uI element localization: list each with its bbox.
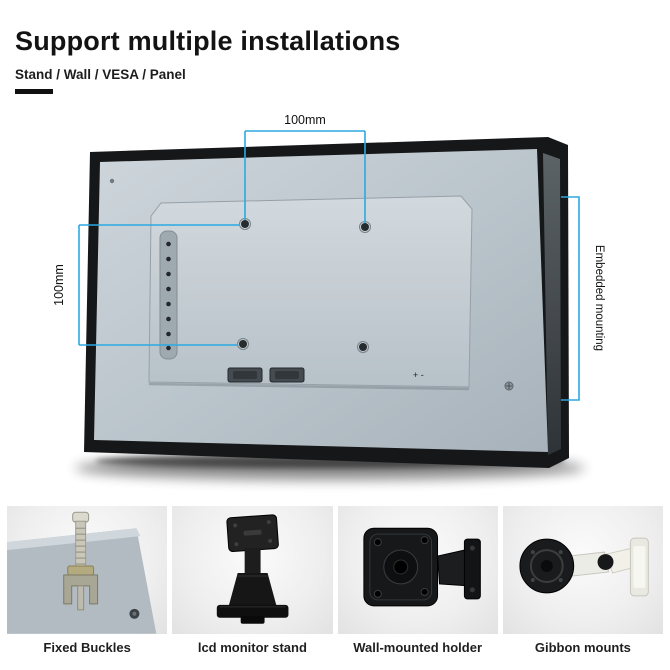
page-subtitle: Stand / Wall / VESA / Panel <box>15 67 186 82</box>
page-title: Support multiple installations <box>15 26 401 56</box>
product-card-monitor-stand: lcd monitor stand <box>172 506 333 655</box>
embedded-mounting-label: Embedded mounting <box>593 245 605 351</box>
screws <box>109 178 514 391</box>
gibbon-mounts-image <box>502 506 663 634</box>
raised-panel <box>148 195 473 388</box>
monitor-stand-art <box>217 514 289 624</box>
monitor-side-band <box>543 153 561 455</box>
io-ports: + - <box>227 367 424 383</box>
monitor-back: + - <box>84 137 569 468</box>
header: Support multiple installations Stand / W… <box>15 26 401 94</box>
dimension-lines <box>78 130 580 401</box>
embedded-mounting-bracket <box>561 196 580 401</box>
caption-wall-holder: Wall-mounted holder <box>353 640 483 655</box>
product-card-fixed-buckles: Fixed Buckles <box>7 506 168 655</box>
fixed-buckles-image <box>7 506 168 634</box>
mount-options-row: Fixed Buckles <box>0 506 670 655</box>
fixed-buckles-art <box>7 511 157 634</box>
caption-gibbon-mounts: Gibbon mounts <box>534 640 631 655</box>
product-card-gibbon-mounts: Gibbon mounts <box>502 506 663 655</box>
gibbon-mounts-art <box>519 537 649 597</box>
dim-vertical-label: 100mm <box>52 264 66 306</box>
caption-monitor-stand: lcd monitor stand <box>197 640 307 655</box>
panel-bottom-shadow <box>148 382 470 391</box>
vesa-holes <box>237 218 371 353</box>
caption-fixed-buckles: Fixed Buckles <box>43 640 131 655</box>
dim-horizontal-label: 100mm <box>284 113 326 127</box>
osd-button-strip <box>159 230 178 360</box>
wall-holder-image <box>337 506 498 634</box>
title-underline <box>15 89 53 94</box>
polarity-marks: + - <box>413 370 424 380</box>
product-card-wall-holder: Wall-mounted holder <box>337 506 498 655</box>
wall-holder-art <box>362 527 481 607</box>
monitor-stand-image <box>172 506 333 634</box>
